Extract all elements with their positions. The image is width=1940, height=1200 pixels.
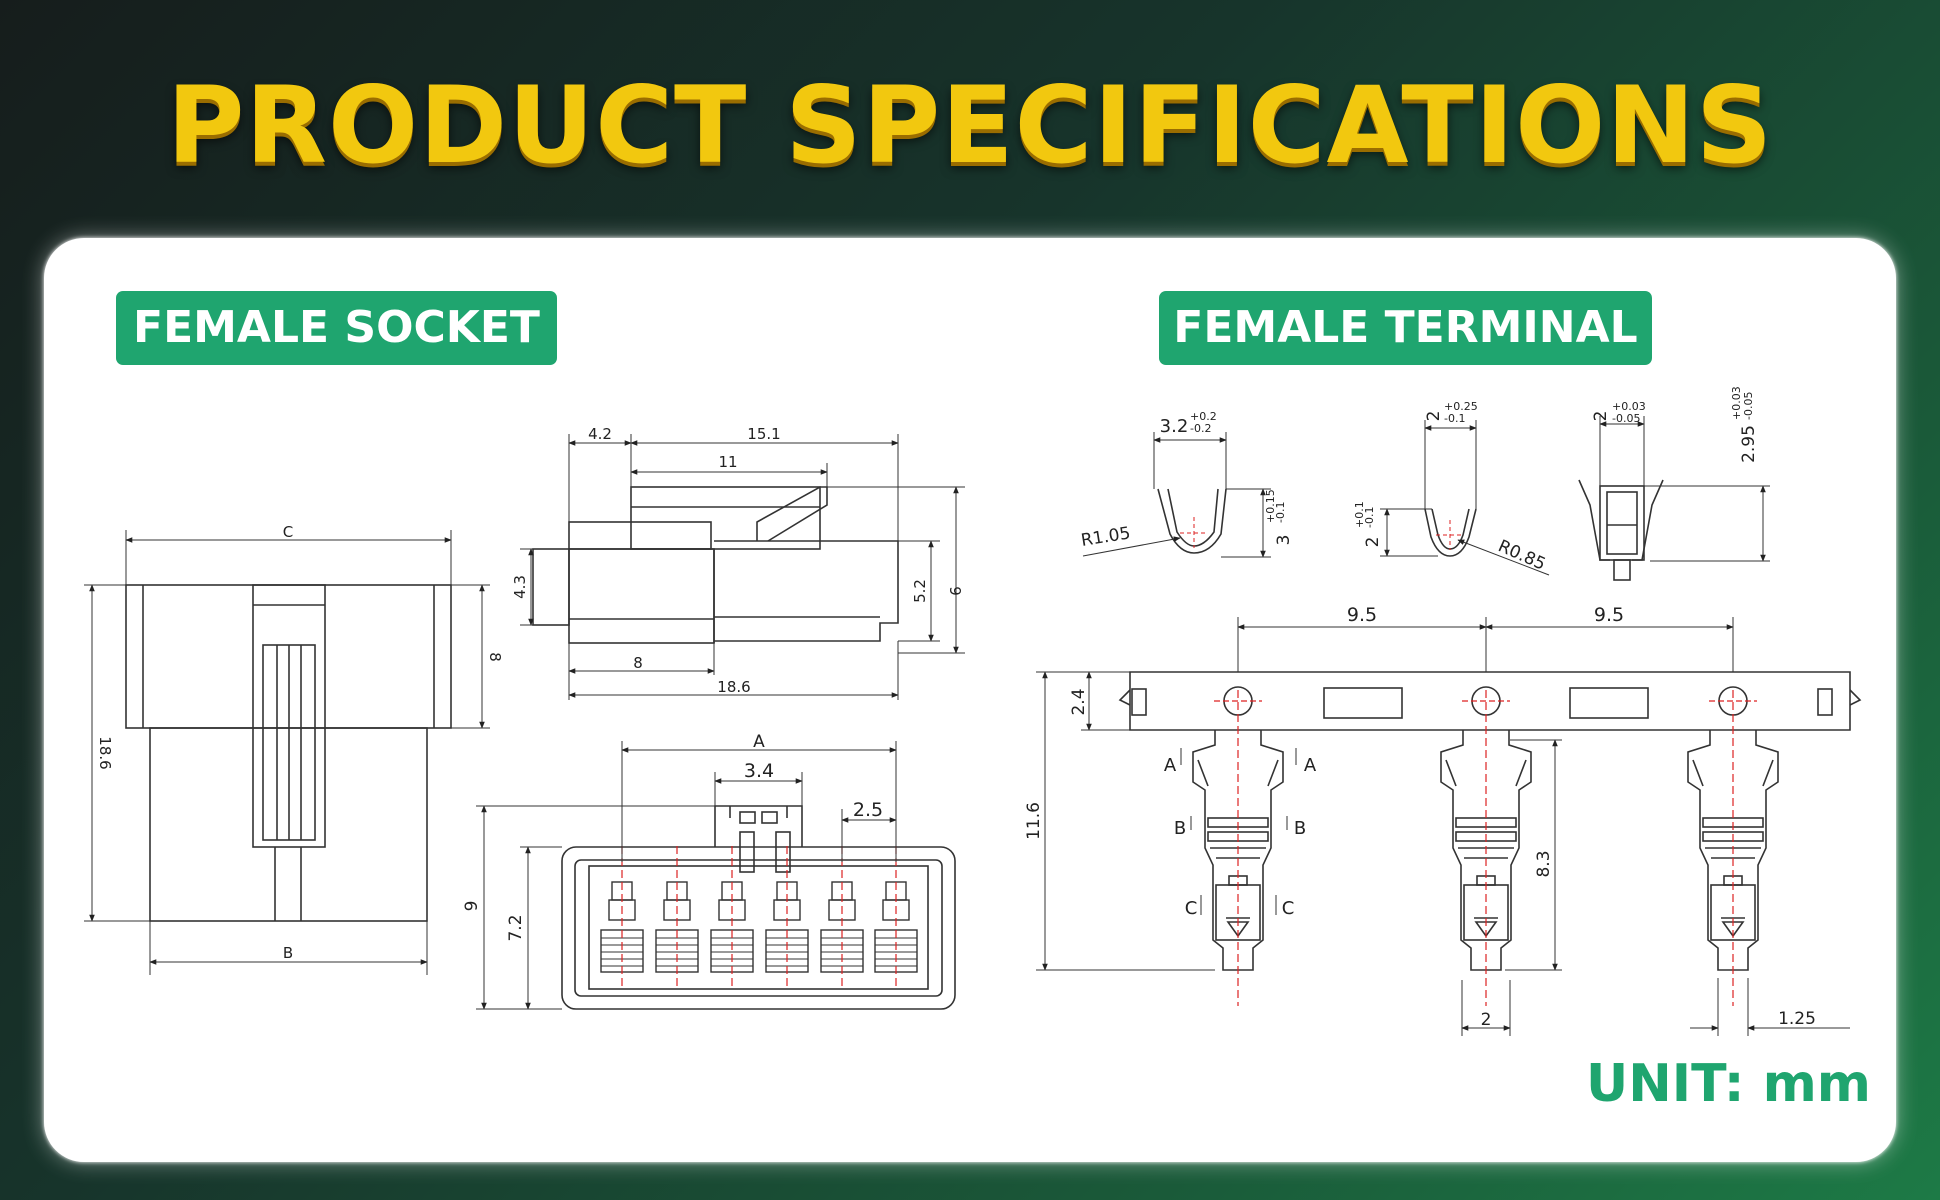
dim-1-25: 1.25: [1778, 1009, 1816, 1029]
dim-9-5-left: 9.5: [1347, 604, 1377, 626]
dim-3: 3: [1274, 535, 1294, 546]
dim-c: C: [283, 523, 293, 541]
dim-3-2-tol-minus: -0.2: [1190, 422, 1211, 435]
section-a-left: A: [1164, 755, 1177, 776]
dim-18-6-vertical: 18.6: [96, 736, 114, 769]
section-c-left: C: [1185, 898, 1198, 919]
socket-cavity-1: [600, 846, 644, 990]
socket-cavity-3: [710, 846, 754, 990]
terminal-unit-1: [1192, 686, 1284, 1006]
dim-2-95-tol-minus: -0.05: [1742, 392, 1755, 420]
terminal-units: [1192, 686, 1779, 1006]
dim-9-5-right: 9.5: [1594, 604, 1624, 626]
dim-3-tol-minus: -0.1: [1274, 502, 1287, 523]
dim-r0-85: R0.85: [1495, 536, 1549, 574]
dim-15-1: 15.1: [747, 425, 780, 443]
dim-2-a: 2: [1424, 411, 1444, 422]
dim-5-2: 5.2: [911, 579, 929, 603]
section-b-left: B: [1174, 818, 1186, 839]
dim-r1-05: R1.05: [1080, 523, 1132, 551]
terminal-carrier-strip: [1118, 671, 1862, 731]
dim-2-b-tol-plus: +0.03: [1612, 400, 1646, 413]
dim-18-6-bottom: 18.6: [717, 678, 750, 696]
dim-2-95-tol-plus: +0.03: [1730, 386, 1743, 420]
dim-2-a-tol-plus: +0.25: [1444, 400, 1478, 413]
dim-8-bottom: 8: [633, 654, 643, 672]
dim-a-socket: A: [753, 732, 765, 752]
dim-2-h: 2: [1363, 537, 1383, 548]
socket-side-view: [125, 584, 452, 922]
female-terminal-badge: FEMALE TERMINAL: [1159, 291, 1652, 365]
dim-2-95: 2.95: [1739, 425, 1759, 463]
page-title: PRODUCT SPECIFICATIONS: [166, 64, 1774, 187]
dim-4-2: 4.2: [588, 425, 612, 443]
dim-2-b-tol-minus: -0.05: [1612, 412, 1640, 425]
dim-3-4: 3.4: [744, 760, 774, 782]
dim-11: 11: [718, 453, 737, 471]
section-a-right: A: [1304, 755, 1317, 776]
dim-2-a-tol-minus: -0.1: [1444, 412, 1465, 425]
dim-2-b: 2: [1591, 411, 1611, 422]
dim-2-bottom: 2: [1481, 1010, 1492, 1030]
dim-b: B: [283, 944, 293, 962]
dim-9-side: 9: [946, 586, 964, 596]
socket-cavity-2: [655, 846, 699, 990]
dim-3-2-tol-plus: +0.2: [1190, 410, 1217, 423]
terminal-section-1: [1157, 488, 1227, 554]
section-markers: [1180, 748, 1297, 915]
section-c-right: C: [1282, 898, 1295, 919]
section-b-right: B: [1294, 818, 1306, 839]
dim-11-6: 11.6: [1024, 802, 1044, 840]
dim-9-front: 9: [462, 901, 482, 912]
terminal-section-3: [1578, 479, 1664, 581]
terminal-unit-2: [1440, 686, 1532, 1006]
unit-label: UNIT: mm: [1586, 1054, 1871, 1114]
dim-8-vertical: 8: [486, 652, 504, 662]
dim-2-4: 2.4: [1069, 688, 1089, 715]
socket-cavity-6: [874, 846, 918, 990]
socket-front-view: [561, 805, 956, 1010]
terminal-unit-3: [1687, 686, 1779, 1006]
socket-top-view: [532, 486, 899, 644]
dim-3-tol-plus: +0.15: [1264, 489, 1277, 523]
dim-4-3: 4.3: [511, 575, 529, 599]
socket-cavity-4: [765, 846, 809, 990]
socket-cavity-5: [820, 846, 864, 990]
dim-8-3: 8.3: [1534, 850, 1554, 877]
dim-2-h-tol-plus: +0.1: [1353, 501, 1366, 528]
spec-panel: [44, 238, 1896, 1162]
dim-3-2: 3.2: [1160, 416, 1189, 437]
dim-2-5: 2.5: [853, 799, 883, 821]
dim-2-h-tol-minus: -0.1: [1363, 507, 1376, 528]
dim-7-2: 7.2: [506, 914, 526, 941]
socket-pins: [600, 846, 918, 990]
female-socket-badge: FEMALE SOCKET: [116, 291, 557, 365]
